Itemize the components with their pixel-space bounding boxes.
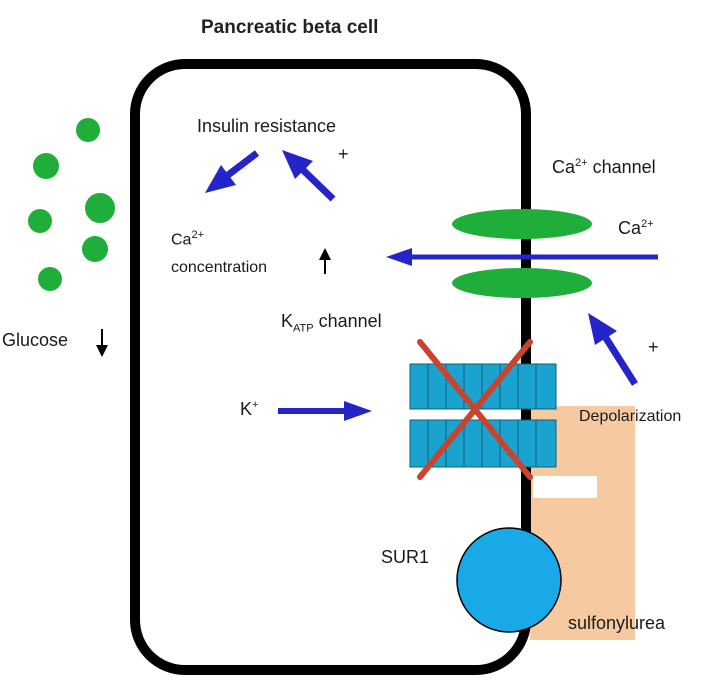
depolarization-label: Depolarization — [579, 408, 682, 425]
sur1-receptor — [456, 527, 562, 633]
diagram-title: Pancreatic beta cell — [201, 17, 379, 38]
glucose-molecule — [33, 153, 59, 179]
potassium-ion-label: K+ — [240, 399, 259, 419]
ca-channel-lower — [452, 268, 592, 298]
sulfonylurea-notch — [533, 476, 597, 498]
insulin-resistance-label: Insulin resistance — [197, 116, 337, 136]
ca-channel-label-sup: 2+ — [575, 157, 588, 169]
ca-channel-upper — [452, 209, 592, 239]
katp-label-rest: channel — [313, 311, 382, 331]
plus-sign-top: + — [338, 144, 349, 164]
depolarization-arrowhead — [588, 313, 617, 345]
glucose-molecules — [28, 118, 115, 291]
sulfonylurea-label: sulfonylurea — [568, 613, 666, 633]
ca-concentration-label: Ca2+ — [171, 230, 204, 248]
glucose-molecule — [76, 118, 100, 142]
calcium-to-insulin-arrowhead — [282, 150, 313, 179]
blue-arrows — [205, 150, 658, 421]
depolarization-arrow-shaft — [601, 333, 638, 386]
glucose-molecule — [38, 267, 62, 291]
ca-ion-label-sup: 2+ — [641, 218, 654, 230]
glucose-label: Glucose — [2, 330, 69, 350]
katp-label-sub: ATP — [293, 322, 314, 335]
calcium-to-insulin-arrow-shaft — [300, 167, 336, 202]
ca-ion-label-base: Ca — [618, 218, 642, 238]
insulin-output-arrow-shaft — [225, 150, 260, 178]
katp-label-base: K — [281, 311, 294, 331]
ca-channel-label: Ca2+ channel — [552, 157, 656, 177]
plus-sign-right: + — [648, 337, 659, 357]
ca-channel-label-base: Ca — [552, 157, 576, 177]
insulin-output-arrowhead — [205, 165, 236, 193]
ca-conc-label-base: Ca — [171, 231, 192, 249]
concentration-label: concentration — [171, 259, 268, 276]
k-ion-arrowhead — [344, 401, 372, 421]
glucose-molecule — [28, 209, 52, 233]
glucose-molecule — [85, 193, 115, 223]
glucose-molecule — [82, 236, 108, 262]
ca-influx-arrowhead — [386, 248, 412, 266]
channel-blocked-cross — [417, 339, 533, 480]
k-ion-label-base: K — [240, 399, 253, 419]
ca-conc-label-sup: 2+ — [191, 229, 204, 241]
k-ion-label-sup: + — [252, 399, 259, 411]
katp-channel-label: KATP channel — [281, 312, 382, 335]
ca-channel-label-rest: channel — [587, 157, 656, 177]
ca-ion-label: Ca2+ — [618, 218, 654, 238]
sur1-label: SUR1 — [381, 547, 430, 567]
